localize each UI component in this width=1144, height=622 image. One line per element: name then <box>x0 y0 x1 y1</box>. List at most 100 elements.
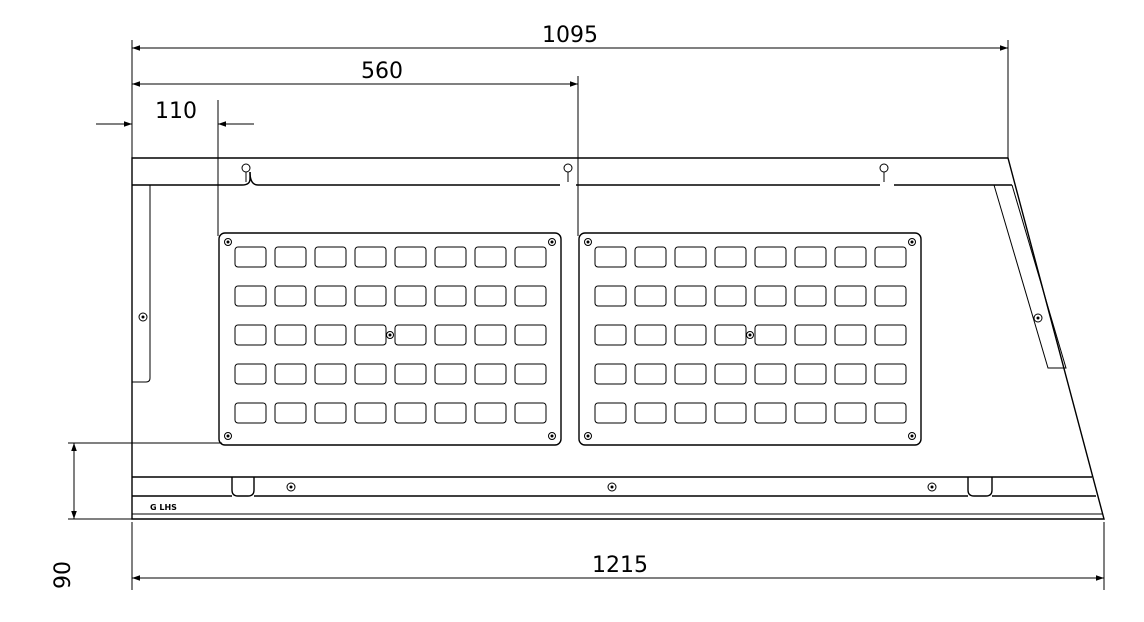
vent-slot <box>674 363 707 385</box>
vent-slot <box>234 363 267 385</box>
vent-slot <box>834 246 867 268</box>
vent-slot <box>834 402 867 424</box>
vent-slot <box>594 324 627 346</box>
dimension-label-1095: 1095 <box>542 23 598 48</box>
vent-slot <box>714 246 747 268</box>
vent-slot <box>274 402 307 424</box>
screw-icon <box>908 238 916 246</box>
dimension-110: 110 <box>96 99 254 236</box>
bolt-icon <box>607 482 617 492</box>
vent-slot <box>274 363 307 385</box>
dimension-label-110: 110 <box>155 99 197 124</box>
vent-slot <box>394 324 427 346</box>
vent-slot <box>754 363 787 385</box>
vent-slot <box>594 285 627 307</box>
vent-slot <box>474 246 507 268</box>
vent-slot <box>674 246 707 268</box>
vent-slot <box>714 402 747 424</box>
vent-slot <box>234 246 267 268</box>
side-panel-outline: G LHS <box>131 157 1105 520</box>
screw-icon <box>908 432 916 440</box>
vent-slot <box>474 324 507 346</box>
vent-slot <box>754 246 787 268</box>
bolt-icon <box>286 482 296 492</box>
vent-slot <box>434 285 467 307</box>
vent-slot <box>634 285 667 307</box>
vent-slot <box>434 246 467 268</box>
center-screw-icon <box>746 331 754 339</box>
vent-slot <box>234 402 267 424</box>
vent-slot <box>714 363 747 385</box>
vent-slot <box>514 324 547 346</box>
vent-slot <box>474 402 507 424</box>
vent-slot <box>594 363 627 385</box>
vent-slot <box>394 285 427 307</box>
vent-panel <box>578 232 922 446</box>
part-label: G LHS <box>150 503 177 512</box>
vent-slot <box>514 246 547 268</box>
vent-slot <box>314 246 347 268</box>
vent-slot <box>434 363 467 385</box>
vent-slot <box>474 285 507 307</box>
vent-slot <box>634 246 667 268</box>
screw-icon <box>224 238 232 246</box>
vent-slot <box>874 246 907 268</box>
vent-slot <box>794 246 827 268</box>
screw-icon <box>548 238 556 246</box>
vent-slot <box>634 363 667 385</box>
fasteners <box>138 163 1043 492</box>
center-screw-icon <box>386 331 394 339</box>
vent-slot <box>674 285 707 307</box>
vent-slot <box>354 402 387 424</box>
vent-panel <box>218 232 562 446</box>
vent-slot <box>514 285 547 307</box>
vent-slot <box>874 324 907 346</box>
vent-slot <box>314 402 347 424</box>
vent-slot <box>314 363 347 385</box>
bolt-icon <box>879 163 889 182</box>
vent-slot <box>394 246 427 268</box>
vent-slot <box>514 402 547 424</box>
vent-slot <box>434 402 467 424</box>
dimension-1215: 1215 <box>131 522 1105 590</box>
dimension-90: 90 <box>51 442 222 589</box>
bolt-icon <box>1033 313 1043 323</box>
vent-slot <box>674 402 707 424</box>
bolt-icon <box>241 163 251 182</box>
vent-slot <box>474 363 507 385</box>
dimension-560: 560 <box>132 59 579 236</box>
dimension-label-90: 90 <box>51 561 76 589</box>
dimension-label-560: 560 <box>361 59 403 84</box>
vent-slot <box>354 324 387 346</box>
vent-slot <box>354 285 387 307</box>
vent-slot <box>274 246 307 268</box>
vent-slot <box>874 402 907 424</box>
bolt-icon <box>563 163 573 182</box>
vent-slot <box>834 285 867 307</box>
vent-slot <box>874 363 907 385</box>
vent-slot <box>354 363 387 385</box>
vent-slot <box>594 402 627 424</box>
vent-slot <box>794 402 827 424</box>
screw-icon <box>224 432 232 440</box>
vent-slot <box>274 324 307 346</box>
vent-slot <box>794 324 827 346</box>
vent-slot <box>674 324 707 346</box>
vent-slot <box>754 324 787 346</box>
screw-icon <box>548 432 556 440</box>
vent-slot <box>394 402 427 424</box>
vent-slot <box>234 324 267 346</box>
vent-slot <box>354 246 387 268</box>
vent-panels <box>218 232 922 446</box>
vent-slot <box>834 363 867 385</box>
vent-slot <box>514 363 547 385</box>
vent-slot <box>234 285 267 307</box>
vent-slot <box>274 285 307 307</box>
vent-slot <box>794 285 827 307</box>
vent-slot <box>314 324 347 346</box>
vent-slot <box>754 285 787 307</box>
bolt-icon <box>927 482 937 492</box>
dimension-1095: 1095 <box>131 23 1009 158</box>
dimension-label-1215: 1215 <box>592 553 648 578</box>
